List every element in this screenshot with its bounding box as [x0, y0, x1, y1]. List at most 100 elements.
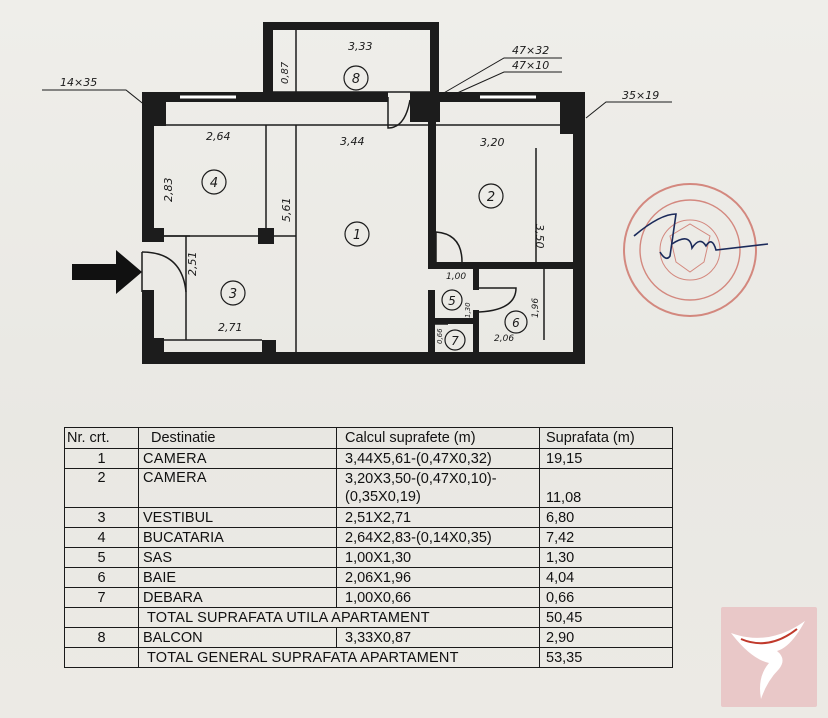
row-nr: 4: [64, 527, 139, 548]
room-numbers: 8 4 1 2 3 5 6 7: [210, 72, 520, 348]
row-destinatie: CAMERA: [138, 468, 337, 508]
room-number-6: 6: [512, 316, 520, 330]
row-calcul: 1,00X0,66: [336, 587, 540, 608]
dim-r1-height: 5,61: [280, 198, 293, 223]
row-calcul: 3,20X3,50-(0,47X0,10)- (0,35X0,19): [336, 468, 540, 508]
dim-r6-height: 1,96: [531, 298, 541, 318]
dim-r7-height: 0,66: [436, 328, 444, 344]
room-number-2: 2: [487, 190, 495, 205]
table-header-row: Nr. crt. Destinatie Calcul suprafete (m)…: [64, 427, 673, 449]
row-suprafata: 4,04: [539, 567, 673, 588]
dim-balcon-height: 0,87: [280, 61, 291, 84]
dimension-labels: 3,33 0,87 2,64 3,44 3,20 2,83 5,61 3,50 …: [162, 40, 546, 344]
dim-r6-width: 2,06: [494, 334, 514, 344]
room-marker-7: [444, 329, 466, 351]
row-calcul: 2,51X2,71: [336, 507, 540, 528]
dim-r2-width: 3,20: [480, 136, 505, 149]
room-marker-6: [504, 310, 528, 334]
table-row: 3 VESTIBUL 2,51X2,71 6,80: [64, 507, 673, 528]
col-header-nr: Nr. crt.: [64, 427, 139, 449]
row-nr: 7: [64, 587, 139, 608]
table-row: 1 CAMERA 3,44X5,61-(0,47X0,32) 19,15: [64, 448, 673, 469]
row-suprafata: 0,66: [539, 587, 673, 608]
arrow-right-icon: [72, 250, 142, 294]
row-nr-empty: [64, 647, 139, 668]
row-nr: 8: [64, 627, 139, 648]
callouts: [42, 57, 672, 119]
callout-47x32: 47×32: [512, 44, 549, 57]
area-table: Nr. crt. Destinatie Calcul suprafete (m)…: [64, 427, 673, 668]
row-calcul: 1,00X1,30: [336, 547, 540, 568]
row-calcul-line-1: 3,20X3,50-(0,47X0,10)-: [345, 471, 497, 487]
total-general-label: TOTAL GENERAL SUPRAFATA APARTAMENT: [138, 647, 540, 668]
col-header-destinatie: Destinatie: [138, 427, 337, 449]
dim-r3-height: 2,51: [186, 252, 199, 277]
dim-r5-width: 1,00: [446, 272, 466, 282]
room-number-3: 3: [229, 287, 237, 302]
row-suprafata: 2,90: [539, 627, 673, 648]
dim-r4-height: 2,83: [162, 178, 175, 203]
room-marker-1: [344, 221, 370, 247]
official-stamp: [623, 183, 757, 317]
room-marker-8: [343, 65, 369, 91]
room-number-8: 8: [352, 72, 360, 87]
row-suprafata: 11,08: [539, 468, 673, 508]
table-row: 4 BUCATARIA 2,64X2,83-(0,14X0,35) 7,42: [64, 527, 673, 548]
room-number-7: 7: [451, 334, 459, 348]
row-nr: 3: [64, 507, 139, 528]
row-suprafata: 6,80: [539, 507, 673, 528]
dim-r2-height: 3,50: [533, 224, 546, 249]
total-general-area: 53,35: [539, 647, 673, 668]
table-row-total-general: TOTAL GENERAL SUPRAFATA APARTAMENT 53,35: [64, 647, 673, 668]
row-nr: 6: [64, 567, 139, 588]
row-calcul-line-2: (0,35X0,19): [345, 489, 421, 505]
dim-r1-width: 3,44: [340, 135, 365, 148]
row-destinatie: BAIE: [138, 567, 337, 588]
callout-14x35: 14×35: [60, 76, 97, 89]
row-nr: 5: [64, 547, 139, 568]
doors: [141, 97, 517, 325]
row-calcul: 2,06X1,96: [336, 567, 540, 588]
callout-47x10: 47×10: [512, 59, 549, 72]
room-marker-5: [441, 289, 463, 311]
dim-r5-height: 1,30: [464, 302, 472, 318]
room-marker-4: [201, 169, 227, 195]
dim-r4-width: 2,64: [206, 130, 231, 143]
total-util-area: 50,45: [539, 607, 673, 628]
room-markers: [201, 65, 528, 351]
dim-r3-width: 2,71: [218, 321, 243, 334]
row-destinatie: VESTIBUL: [138, 507, 337, 528]
callout-35x19: 35×19: [622, 89, 659, 102]
row-nr: 1: [64, 448, 139, 469]
table-row-total-util: TOTAL SUPRAFATA UTILA APARTAMENT 50,45: [64, 607, 673, 628]
row-destinatie: SAS: [138, 547, 337, 568]
table-row: 6 BAIE 2,06X1,96 4,04: [64, 567, 673, 588]
area-table-container: Nr. crt. Destinatie Calcul suprafete (m)…: [64, 427, 673, 668]
table-row: 2 CAMERA 3,20X3,50-(0,47X0,10)- (0,35X0,…: [64, 468, 673, 508]
row-destinatie: BUCATARIA: [138, 527, 337, 548]
table-row: 8 BALCON 3,33X0,87 2,90: [64, 627, 673, 648]
row-suprafata: 1,30: [539, 547, 673, 568]
room-number-1: 1: [353, 228, 361, 243]
floor-plan: 8 4 1 2 3 5 6 7 3,33 0,87 2,64 3,44 3,20…: [42, 22, 769, 364]
col-header-suprafata: Suprafata (m): [539, 427, 673, 449]
row-nr: 2: [64, 468, 139, 508]
room-number-4: 4: [210, 176, 218, 191]
total-util-label: TOTAL SUPRAFATA UTILA APARTAMENT: [138, 607, 540, 628]
row-suprafata: 7,42: [539, 527, 673, 548]
bird-logo-icon: [721, 607, 817, 707]
room-marker-3: [220, 280, 246, 306]
table-row: 5 SAS 1,00X1,30 1,30: [64, 547, 673, 568]
row-calcul: 2,64X2,83-(0,14X0,35): [336, 527, 540, 548]
signature-icon: [633, 213, 769, 260]
row-destinatie: DEBARA: [138, 587, 337, 608]
room-number-5: 5: [448, 294, 456, 308]
row-destinatie: BALCON: [138, 627, 337, 648]
row-nr-empty: [64, 607, 139, 628]
room-marker-2: [478, 183, 504, 209]
table-row: 7 DEBARA 1,00X0,66 0,66: [64, 587, 673, 608]
row-calcul: 3,33X0,87: [336, 627, 540, 648]
row-suprafata: 19,15: [539, 448, 673, 469]
callout-labels: 14×35 47×32 47×10 35×19: [60, 44, 659, 102]
row-calcul: 3,44X5,61-(0,47X0,32): [336, 448, 540, 469]
